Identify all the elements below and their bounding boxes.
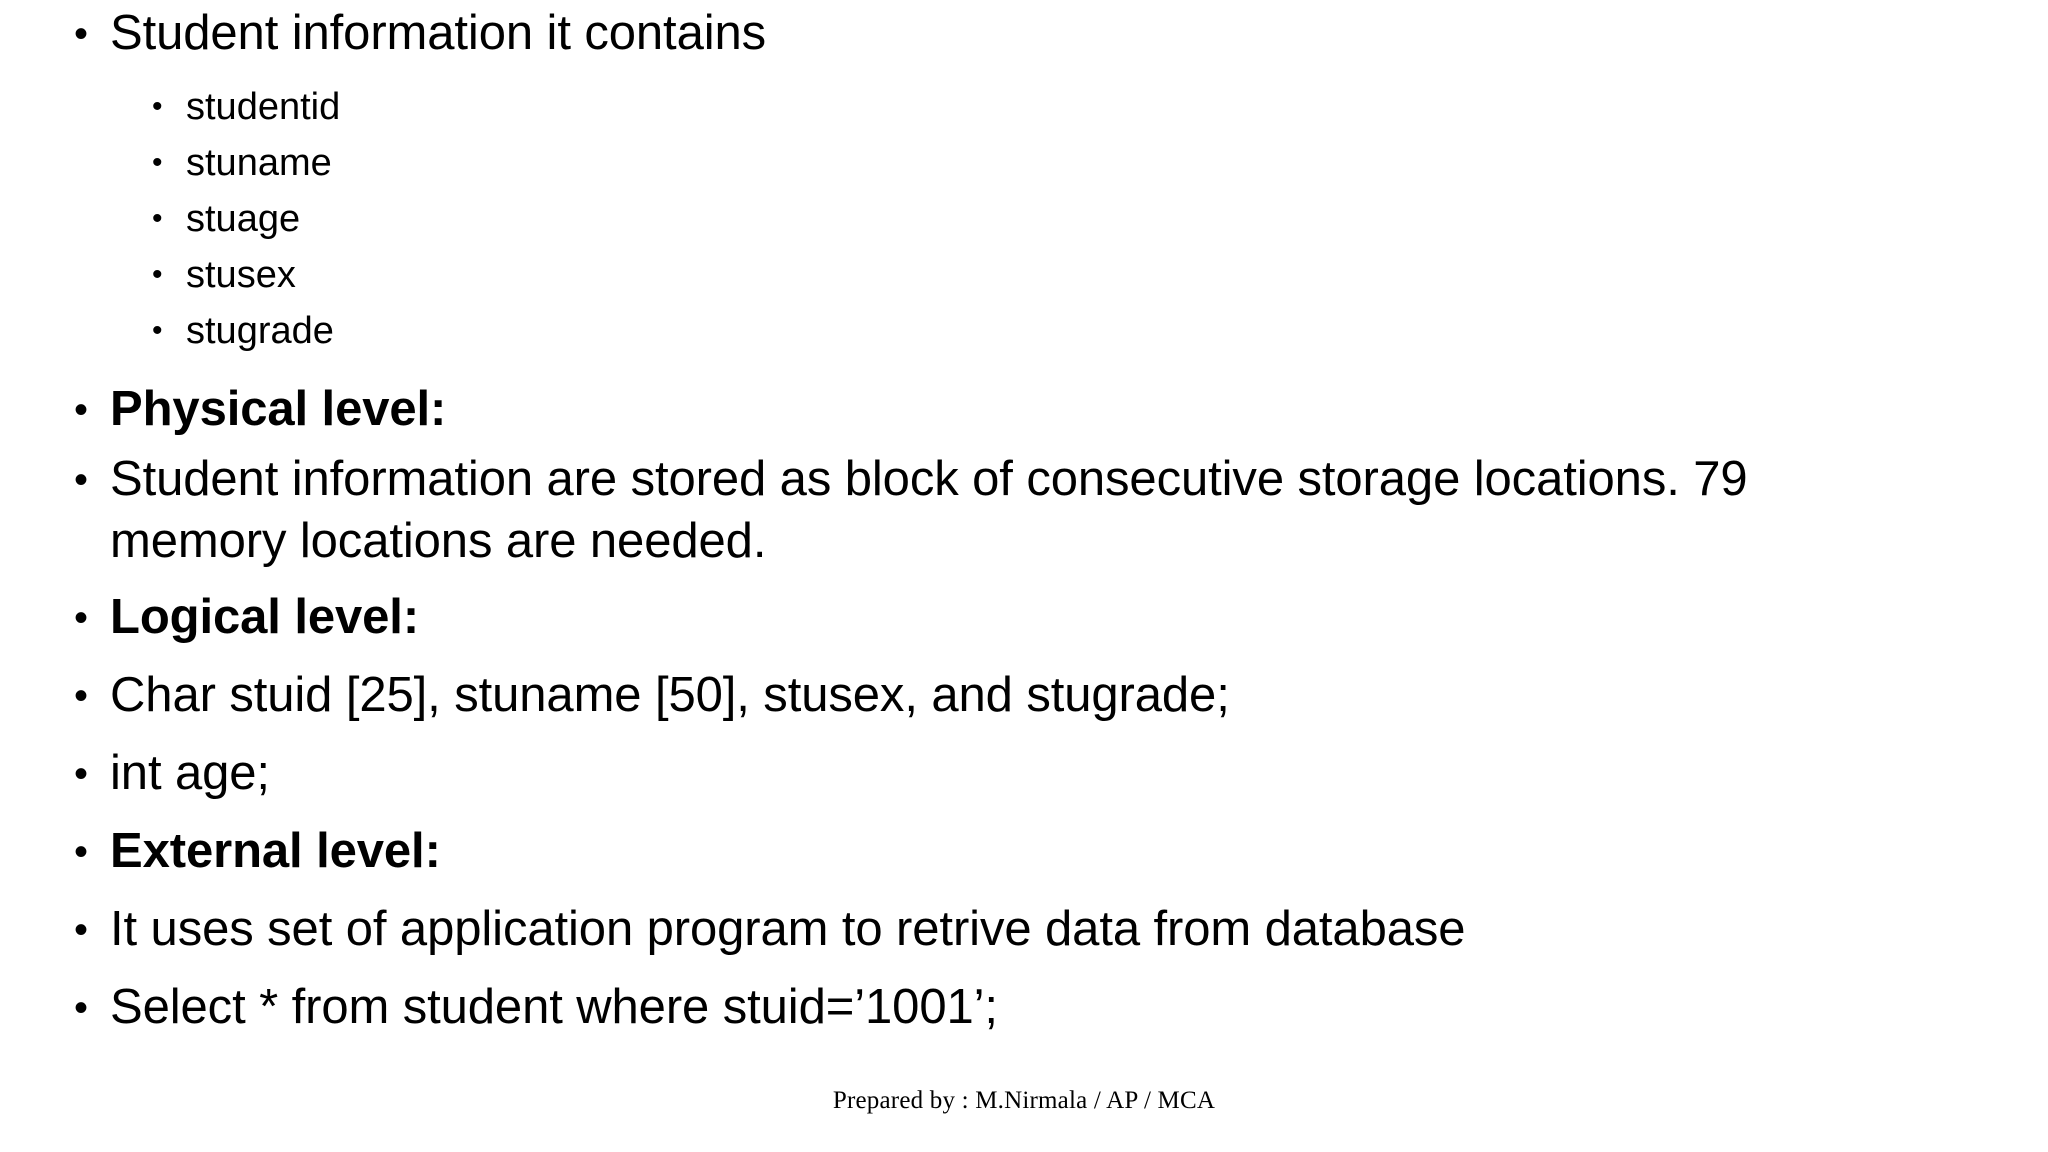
bullet-item: • Char stuid [25], stuname [50], stusex,… <box>0 664 2048 728</box>
bullet-marker-icon: • <box>74 908 89 952</box>
bullet-item-heading: • Physical level: <box>0 378 2048 442</box>
bullet-marker-icon: • <box>74 674 89 718</box>
bullet-text: Physical level: <box>110 382 447 436</box>
sub-bullet-text: stusex <box>186 254 296 296</box>
sub-bullet-item: • stusex <box>0 248 2048 302</box>
bullet-marker-icon: • <box>152 146 163 179</box>
bullet-marker-icon: • <box>74 752 89 796</box>
slide-body-placeholder: • Student information it contains • stud… <box>0 2 2048 1040</box>
bullet-marker-icon: • <box>74 12 89 56</box>
bullet-marker-icon: • <box>152 90 163 123</box>
sub-bullet-text: stuage <box>186 198 301 240</box>
bullet-item: • It uses set of application program to … <box>0 898 2048 962</box>
slide-footer: Prepared by : M.Nirmala / AP / MCA <box>832 1087 1216 1114</box>
bullet-marker-icon: • <box>74 986 89 1030</box>
bullet-item: • int age; <box>0 742 2048 806</box>
sub-bullet-item: • stugrade <box>0 304 2048 358</box>
bullet-text: Logical level: <box>110 590 420 644</box>
bullet-item-heading: • External level: <box>0 820 2048 884</box>
bullet-text: int age; <box>110 746 270 800</box>
sub-bullet-text: studentid <box>186 86 341 128</box>
bullet-text: Student information it contains <box>110 6 767 60</box>
sub-bullet-text: stuname <box>186 142 332 184</box>
bullet-marker-icon: • <box>74 458 89 502</box>
bullet-marker-icon: • <box>74 388 89 432</box>
bullet-item: • Student information are stored as bloc… <box>0 448 2048 572</box>
bullet-item: • Select * from student where stuid=’100… <box>0 976 2048 1040</box>
sub-bullet-item: • studentid <box>0 80 2048 134</box>
sub-bullet-text: stugrade <box>186 310 334 352</box>
bullet-marker-icon: • <box>74 830 89 874</box>
bullet-item-heading: • Logical level: <box>0 586 2048 650</box>
sub-bullet-item: • stuage <box>0 192 2048 246</box>
bullet-text: External level: <box>110 824 441 878</box>
bullet-text: It uses set of application program to re… <box>110 902 1466 956</box>
sub-bullet-item: • stuname <box>0 136 2048 190</box>
bullet-marker-icon: • <box>152 258 163 291</box>
bullet-text: Student information are stored as block … <box>110 452 1748 568</box>
bullet-marker-icon: • <box>152 202 163 235</box>
bullet-marker-icon: • <box>152 314 163 347</box>
bullet-text: Select * from student where stuid=’1001’… <box>110 980 998 1034</box>
bullet-text: Char stuid [25], stuname [50], stusex, a… <box>110 668 1230 722</box>
bullet-marker-icon: • <box>74 596 89 640</box>
bullet-item: • Student information it contains <box>0 2 2048 66</box>
